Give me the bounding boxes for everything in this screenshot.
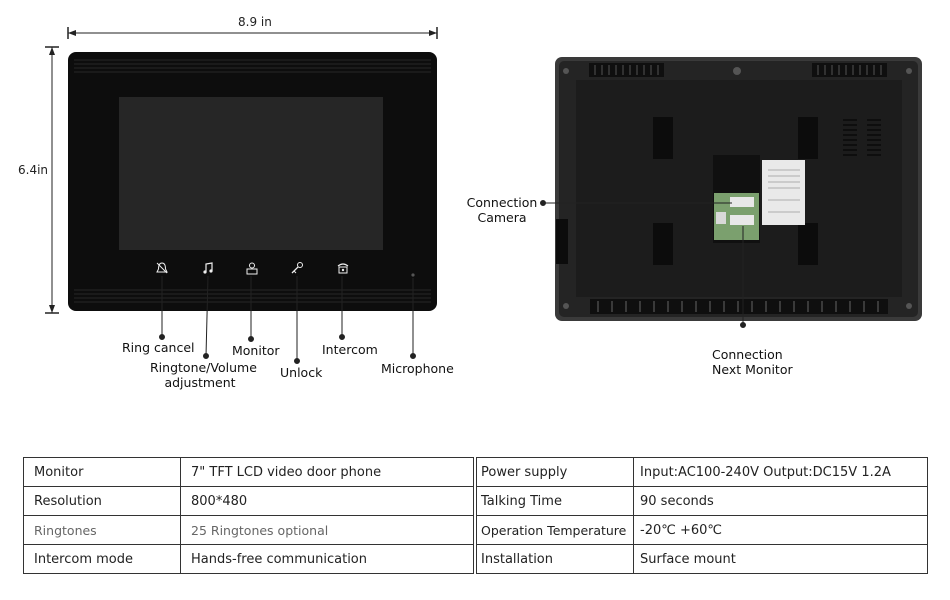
spec-value: Input:AC100-240V Output:DC15V 1.2A: [633, 457, 928, 487]
spec-label: Operation Temperature: [476, 515, 634, 545]
spec-value: Surface mount: [633, 544, 928, 574]
spec-value: 25 Ringtones optional: [180, 515, 474, 545]
label-unlock: Unlock: [280, 365, 323, 380]
label-next-line1: Connection: [712, 347, 783, 362]
label-ringtone-line2: adjustment: [164, 375, 236, 390]
label-next-line2: Next Monitor: [712, 362, 793, 377]
label-ringtone-volume: Ringtone/Volume adjustment: [150, 360, 257, 390]
label-ringtone-line1: Ringtone/Volume: [150, 360, 257, 375]
spec-value: 7" TFT LCD video door phone: [180, 457, 474, 487]
spec-label: Installation: [476, 544, 634, 574]
spec-label: Ringtones: [23, 515, 181, 545]
label-monitor: Monitor: [232, 343, 280, 358]
spec-label: Monitor: [23, 457, 181, 487]
spec-label: Power supply: [476, 457, 634, 487]
spec-value: -20℃ +60℃: [633, 515, 928, 545]
spec-value: 800*480: [180, 486, 474, 516]
table-row: Ringtones 25 Ringtones optional: [23, 515, 474, 545]
label-connection-camera: Connection Camera: [466, 195, 538, 225]
table-row: Resolution 800*480: [23, 486, 474, 516]
intercom-phone-icon[interactable]: [336, 261, 350, 275]
table-row: Installation Surface mount: [476, 544, 928, 574]
spec-table-right: Power supply Input:AC100-240V Output:DC1…: [476, 457, 928, 574]
width-dimension: 8.9 in: [238, 15, 272, 29]
label-microphone: Microphone: [381, 361, 454, 376]
label-connection-next-monitor: Connection Next Monitor: [712, 347, 793, 377]
lcd-screen: [119, 97, 383, 250]
label-camera-line2: Camera: [477, 210, 527, 225]
key-icon[interactable]: [290, 261, 304, 275]
label-ring-cancel: Ring cancel: [122, 340, 195, 355]
table-row: Monitor 7" TFT LCD video door phone: [23, 457, 474, 487]
person-icon[interactable]: [245, 261, 259, 275]
label-camera-line1: Connection: [466, 195, 538, 210]
spec-label: Talking Time: [476, 486, 634, 516]
height-dimension: 6.4in: [18, 163, 49, 177]
microphone-hole: [411, 273, 415, 277]
table-row: Power supply Input:AC100-240V Output:DC1…: [476, 457, 928, 487]
spec-label: Intercom mode: [23, 544, 181, 574]
table-row: Intercom mode Hands-free communication: [23, 544, 474, 574]
bell-mute-icon[interactable]: [155, 261, 169, 275]
label-intercom: Intercom: [322, 342, 378, 357]
spec-value: 90 seconds: [633, 486, 928, 516]
spec-value: Hands-free communication: [180, 544, 474, 574]
table-row: Talking Time 90 seconds: [476, 486, 928, 516]
spec-table-left: Monitor 7" TFT LCD video door phone Reso…: [23, 457, 474, 574]
spec-sticker: [762, 160, 805, 225]
music-note-icon[interactable]: [201, 261, 215, 275]
table-row: Operation Temperature -20℃ +60℃: [476, 515, 928, 545]
spec-label: Resolution: [23, 486, 181, 516]
